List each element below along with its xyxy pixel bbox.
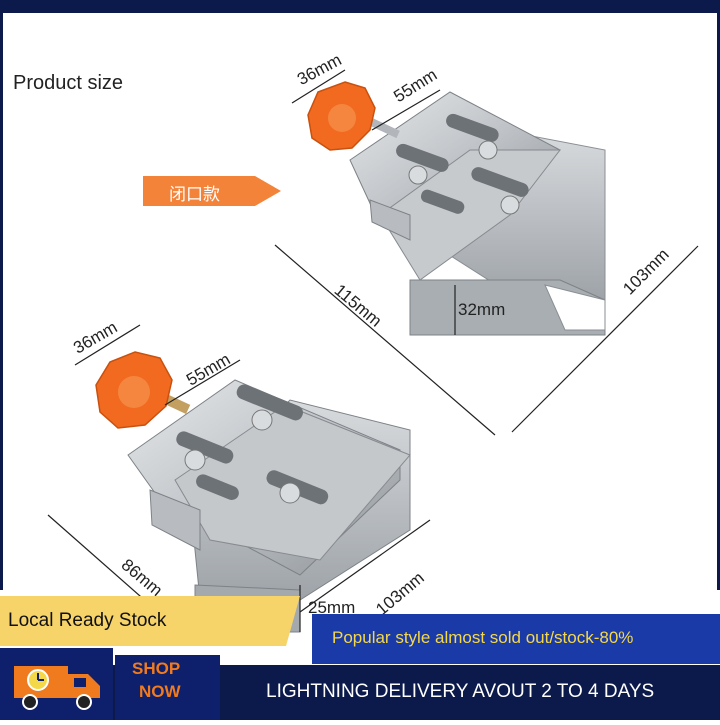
shop-now-badge[interactable]: SHOP NOW — [115, 655, 220, 720]
shop-now-line2: NOW — [139, 682, 181, 701]
local-stock-banner-bg — [0, 596, 300, 646]
bottom-clamp-knob — [95, 351, 173, 429]
bottom-height-dimension: 25mm — [308, 598, 356, 617]
local-stock-label: Local Ready Stock — [8, 610, 167, 631]
local-stock-banner: Local Ready Stock — [0, 596, 300, 646]
delivery-truck-icon — [14, 666, 100, 710]
product-size-heading: Product size — [13, 72, 124, 94]
top-clamp-body — [349, 91, 606, 336]
bottom-clamp-body — [127, 379, 411, 633]
delivery-truck-panel — [0, 648, 113, 720]
popular-style-banner: Popular style almost sold out/stock-80% — [312, 614, 720, 664]
closed-type-tag: 闭口款 — [143, 176, 283, 206]
popular-style-label: Popular style almost sold out/stock-80% — [332, 628, 634, 647]
closed-type-tag-label: 闭口款 — [169, 185, 220, 204]
shop-now-line1: SHOP — [132, 659, 181, 678]
delivery-text: LIGHTNING DELIVERY AVOUT 2 TO 4 DAYS — [266, 681, 655, 702]
top-frame-bar — [0, 0, 720, 13]
right-frame-bar — [717, 0, 720, 590]
left-frame-bar — [0, 0, 3, 590]
tag-arrow-shape — [143, 176, 281, 206]
top-height-dimension: 32mm — [458, 300, 506, 319]
top-dimension-lines — [274, 69, 699, 436]
top-clamp-knob — [307, 81, 376, 151]
